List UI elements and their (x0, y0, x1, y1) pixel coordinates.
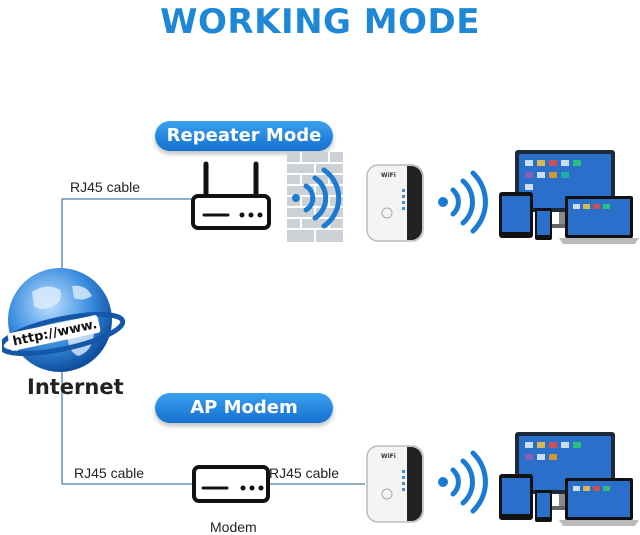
ap-cable-label-left: RJ45 cable (74, 465, 145, 481)
wifi-extender-icon: WiFi (366, 164, 424, 242)
internet-label: Internet (27, 375, 124, 399)
page-title: WORKING MODE (160, 2, 480, 42)
wifi-signal-icon (438, 170, 488, 234)
brick-wall-icon (287, 152, 343, 242)
devices-icon (499, 150, 639, 244)
svg-text:WiFi: WiFi (381, 453, 396, 460)
extender-brand-text: WiFi (381, 172, 396, 179)
ap-cable-line (61, 372, 193, 485)
repeater-cable-line (61, 198, 193, 270)
ap-modem-badge: AP Modem (155, 393, 333, 423)
wifi-signal-icon (438, 450, 488, 514)
ap-cable-label-right: RJ45 cable (269, 465, 340, 481)
wifi-signal-icon (292, 167, 342, 229)
repeater-cable-label: RJ45 cable (70, 179, 141, 195)
modem-label: Modem (210, 519, 257, 535)
wifi-extender-icon: WiFi (366, 445, 424, 523)
modem-icon (192, 465, 270, 503)
repeater-mode-badge: Repeater Mode (155, 121, 333, 151)
router-icon (191, 161, 271, 230)
globe-icon: http://www. (2, 268, 126, 372)
devices-icon (499, 432, 639, 526)
